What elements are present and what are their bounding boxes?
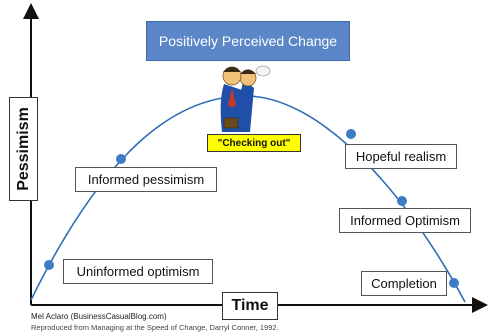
checking-out-figures-icon xyxy=(220,65,271,132)
credit-author: Mel Aclaro (BusinessCasualBlog.com) xyxy=(31,312,167,321)
curve-marker-uninformed-optimism xyxy=(44,260,54,270)
y-axis-label: Pessimism xyxy=(14,107,32,191)
stage-hopeful-realism: Hopeful realism xyxy=(345,144,457,169)
credit-source: Reproduced from Managing at the Speed of… xyxy=(31,323,279,332)
stage-informed-pessimism: Informed pessimism xyxy=(75,167,217,192)
stage-informed-optimism: Informed Optimism xyxy=(339,208,471,233)
curve-marker-informed-optimism xyxy=(397,196,407,206)
y-axis-label-box: Pessimism xyxy=(9,97,38,201)
curve-marker-informed-pessimism xyxy=(116,154,126,164)
stage-uninformed-optimism: Uninformed optimism xyxy=(63,259,213,284)
checking-out-callout: "Checking out" xyxy=(207,134,301,152)
curve-marker-hopeful-realism xyxy=(346,129,356,139)
x-axis-label: Time xyxy=(222,292,278,320)
curve-marker-completion xyxy=(449,278,459,288)
title-banner: Positively Perceived Change xyxy=(146,21,350,61)
stage-completion: Completion xyxy=(361,271,447,296)
